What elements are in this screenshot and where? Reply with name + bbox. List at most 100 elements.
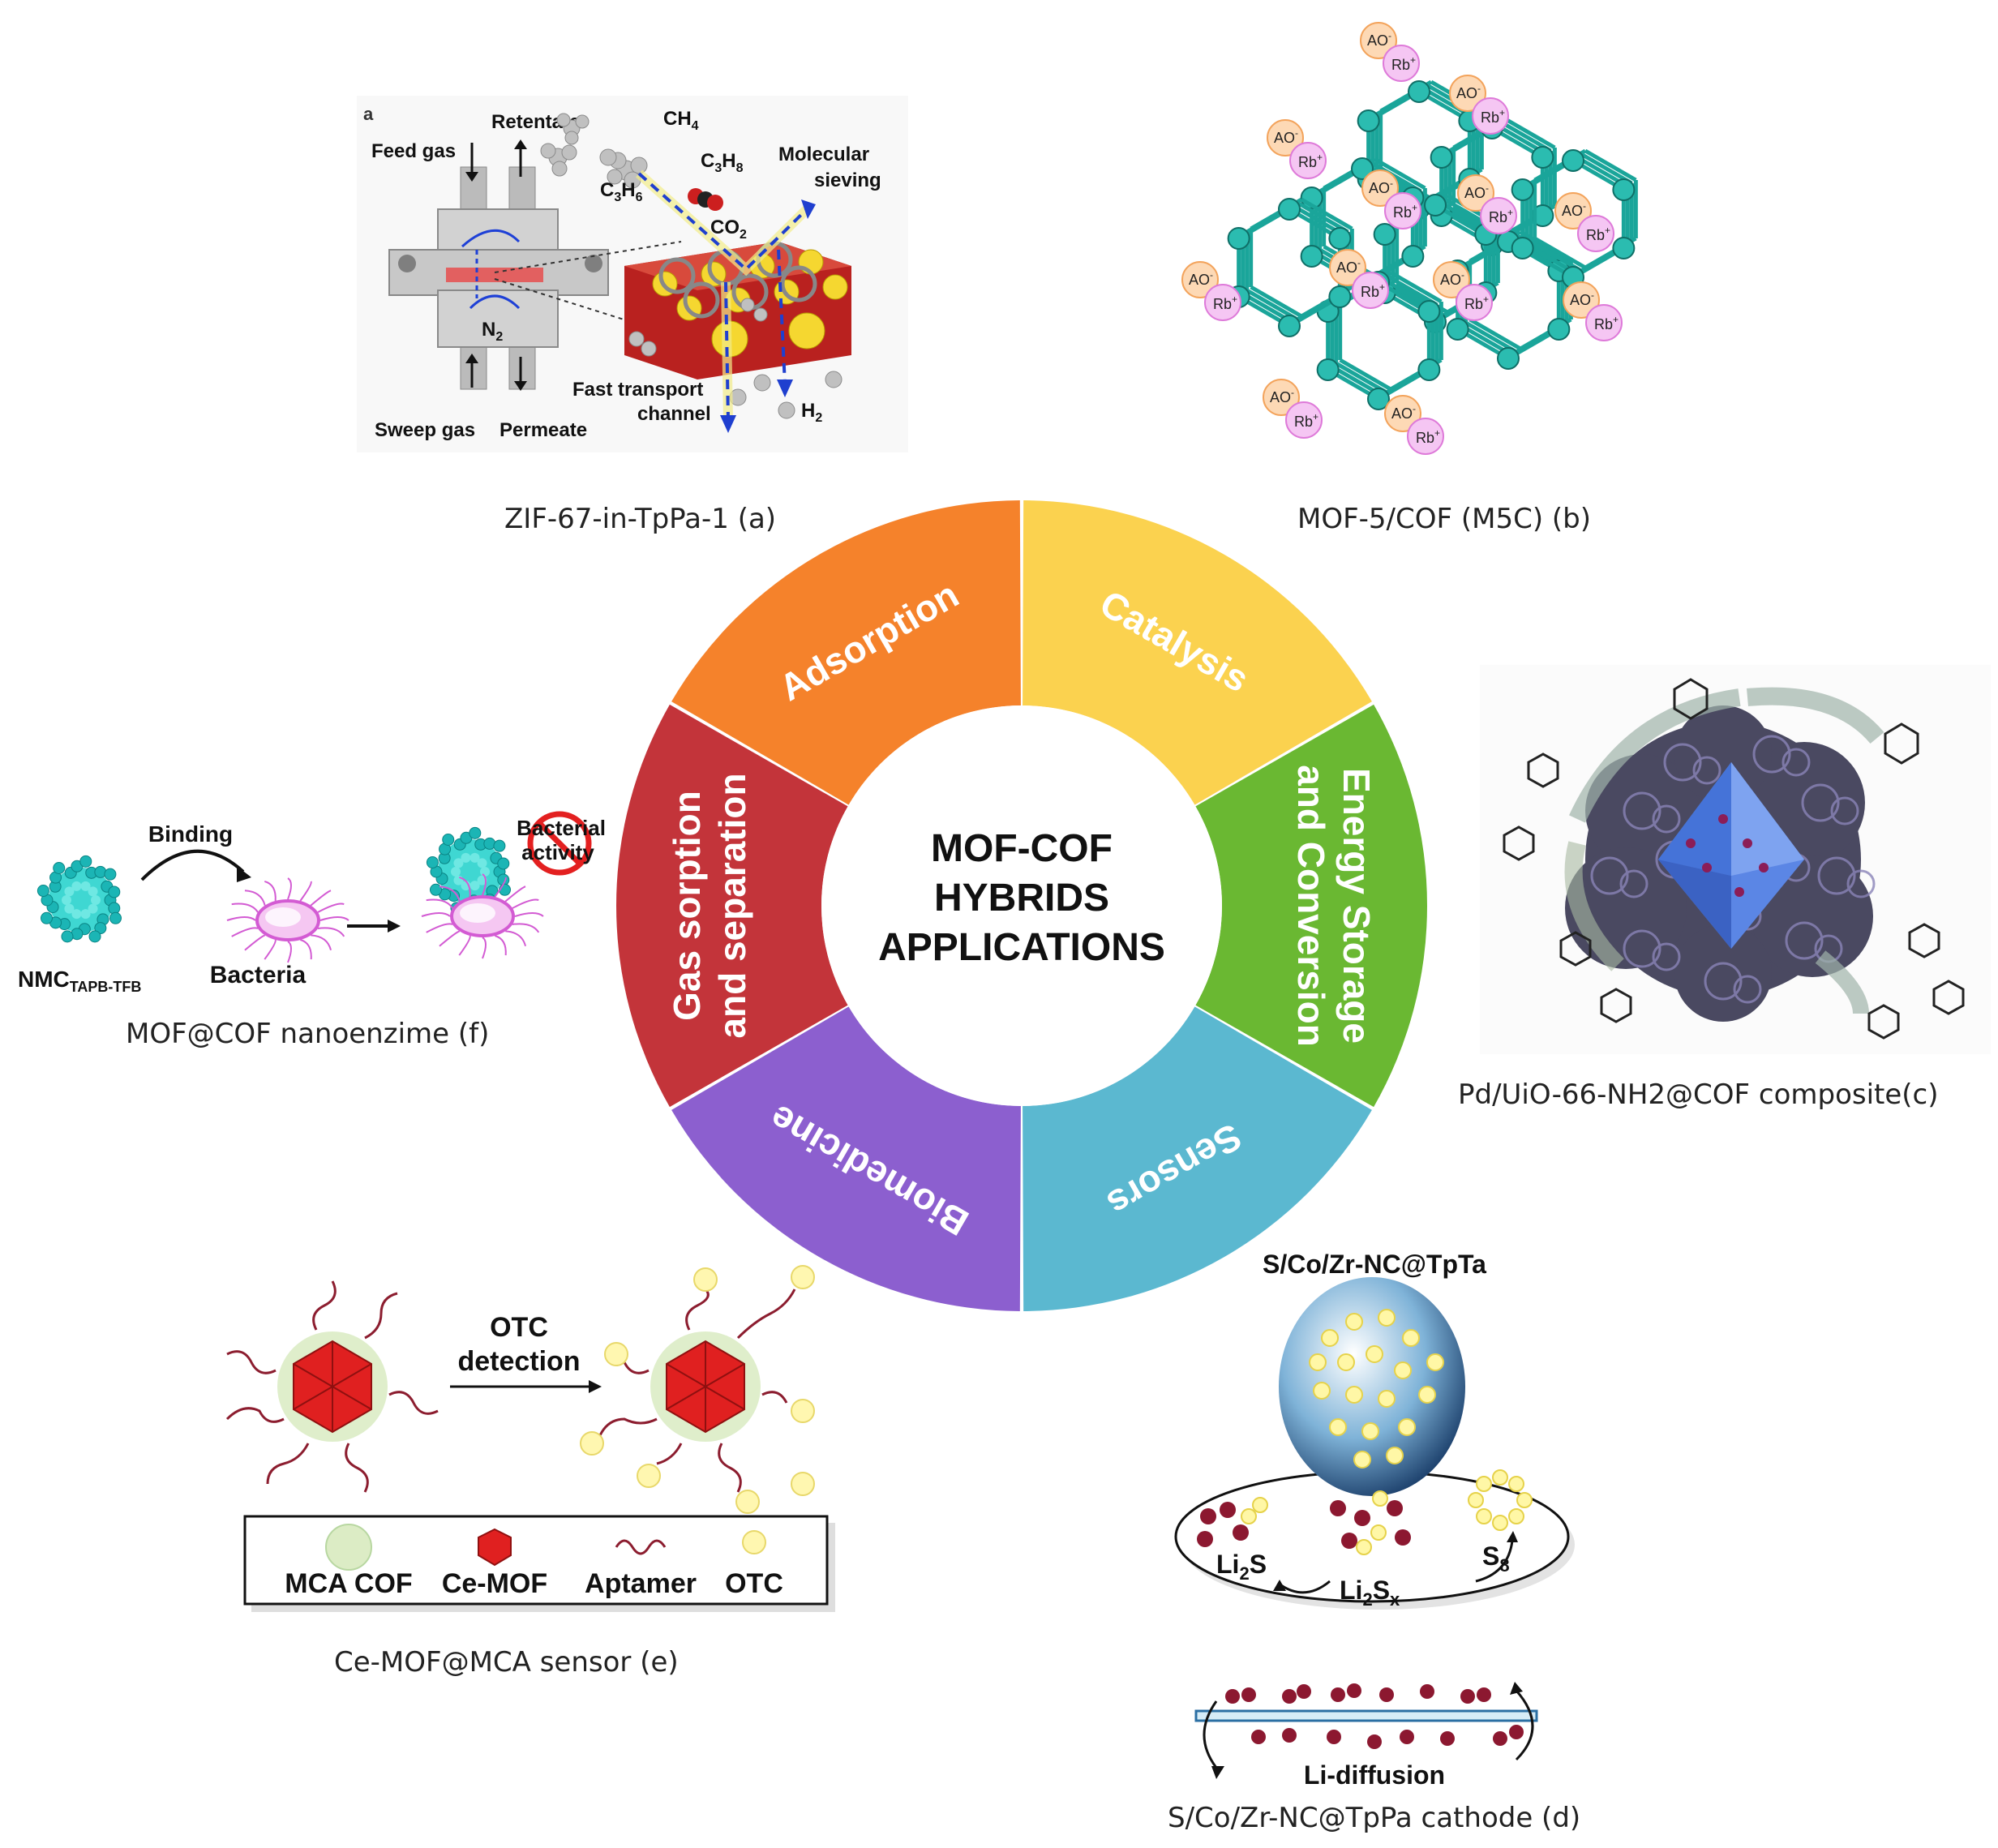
ion-pair: AO-Rb+ <box>1384 395 1444 455</box>
segment-label-gas-2: and separation <box>711 773 753 1038</box>
molecular-sieving-line2: sieving <box>814 169 881 191</box>
center-title-line1: MOF-COF <box>931 827 1113 870</box>
ion-pair: AO-Rb+ <box>1563 281 1623 341</box>
panel-c-composite <box>1480 665 1991 1054</box>
ion-pair: AO-Rb+ <box>1554 192 1614 252</box>
center-title-line2: HYBRIDS <box>934 877 1109 920</box>
s8-label: S8 <box>1482 1541 1510 1576</box>
c3h6-label: C3H6 <box>600 179 643 204</box>
ion-pair: AO-Rb+ <box>1181 261 1241 321</box>
binding-label: Binding <box>148 821 233 847</box>
ion-pair: AO-Rb+ <box>1263 379 1323 439</box>
panel-a-corner-letter: a <box>363 104 374 124</box>
svg-text:Rb+: Rb+ <box>1489 207 1513 225</box>
legend-mca-cof-swatch <box>325 1524 372 1571</box>
segment-label-gas-1: Gas sorption <box>666 791 708 1021</box>
svg-text:Rb+: Rb+ <box>1594 314 1619 332</box>
li2sx-label: Li2Sx <box>1340 1576 1400 1610</box>
segment-label-energy-1: Energy Storage <box>1336 768 1378 1044</box>
panel-b-framework: AO-Rb+AO-Rb+AO-Rb+AO-Rb+AO-Rb+AO-Rb+AO-R… <box>1181 22 1638 455</box>
svg-text:Rb+: Rb+ <box>1481 107 1505 126</box>
panel-a-membrane: a Feed gas Retentate Sweep gas Permeate … <box>357 96 908 452</box>
fast-transport-line2: channel <box>637 403 711 425</box>
svg-text:AO-: AO- <box>1464 182 1489 201</box>
bacterial-activity-line1: Bacterial <box>517 816 606 840</box>
svg-text:AO-: AO- <box>1336 257 1361 276</box>
svg-text:Rb+: Rb+ <box>1213 294 1237 312</box>
molecular-sieving-line1: Molecular <box>778 144 869 165</box>
ion-pair: AO-Rb+ <box>1433 261 1493 321</box>
svg-text:AO-: AO- <box>1274 127 1298 146</box>
svg-text:Rb+: Rb+ <box>1391 54 1416 73</box>
ring-segment-sensors <box>1023 1006 1372 1311</box>
ch4-label: CH4 <box>663 108 699 133</box>
li2s-label: Li2S <box>1216 1550 1267 1584</box>
otc-detection-line2: detection <box>457 1346 580 1377</box>
legend-aptamer-swatch <box>615 1539 667 1555</box>
membrane-disc <box>446 268 543 282</box>
permeate-label: Permeate <box>500 419 587 441</box>
feed-gas-label: Feed gas <box>371 140 456 162</box>
ring-segment-adsorption <box>671 500 1021 805</box>
legend-otc-label: OTC <box>725 1568 783 1599</box>
segment-label-energy-2: and Conversion <box>1290 765 1332 1047</box>
panel-d-title: S/Co/Zr-NC@TpTa <box>1263 1250 1486 1279</box>
separator-layer <box>1194 1709 1538 1722</box>
panel-d-cathode: S/Co/Zr-NC@TpTa Li2S L <box>1174 1250 1575 1790</box>
host-particle <box>1279 1277 1465 1496</box>
legend-ce-mof-swatch <box>478 1528 512 1567</box>
caption-b: MOF-5/COF (M5C) (b) <box>1297 503 1592 535</box>
co2-label: CO2 <box>710 217 747 242</box>
c3h8-label: C3H8 <box>701 150 744 175</box>
svg-text:AO-: AO- <box>1562 200 1586 219</box>
no-bacterial-activity-icon <box>527 811 592 876</box>
nmc-label: NMCTAPB-TFB <box>18 967 141 995</box>
ion-pair: AO-Rb+ <box>1360 22 1420 82</box>
ion-pair: AO-Rb+ <box>1457 174 1517 234</box>
ion-pair: AO-Rb+ <box>1449 75 1509 135</box>
svg-text:AO-: AO- <box>1367 30 1391 49</box>
legend-ce-mof-label: Ce-MOF <box>442 1568 547 1599</box>
svg-text:Rb+: Rb+ <box>1416 427 1440 446</box>
legend-aptamer-label: Aptamer <box>585 1568 697 1599</box>
ring-segment-gas <box>616 704 848 1108</box>
legend-otc-swatch <box>742 1530 766 1554</box>
caption-c: Pd/UiO-66-NH2@COF composite(c) <box>1458 1078 1939 1111</box>
caption-f: MOF@COF nanoenzime (f) <box>126 1018 490 1050</box>
svg-text:Rb+: Rb+ <box>1361 281 1385 300</box>
otc-detection-line1: OTC <box>490 1312 548 1343</box>
ion-pair: AO-Rb+ <box>1329 249 1389 309</box>
caption-a: ZIF-67-in-TpPa-1 (a) <box>504 503 777 535</box>
ring-center-disc <box>821 705 1222 1106</box>
svg-text:AO-: AO- <box>1456 83 1481 101</box>
svg-text:Rb+: Rb+ <box>1294 411 1318 430</box>
svg-text:Rb+: Rb+ <box>1464 294 1489 312</box>
panel-e-sensor: OTC detection MCA COF Ce-MOF Aptamer OTC <box>225 1265 835 1612</box>
svg-text:AO-: AO- <box>1570 289 1594 308</box>
n2-label: N2 <box>482 319 503 344</box>
ring-segment-energy <box>1195 704 1427 1108</box>
ion-pair: AO-Rb+ <box>1267 119 1327 179</box>
svg-text:Rb+: Rb+ <box>1586 225 1610 243</box>
svg-text:AO-: AO- <box>1189 269 1213 288</box>
svg-text:AO-: AO- <box>1270 387 1294 405</box>
svg-text:AO-: AO- <box>1391 403 1416 422</box>
ion-pair: AO-Rb+ <box>1361 169 1421 229</box>
svg-text:Rb+: Rb+ <box>1298 152 1323 170</box>
bacteria-label: Bacteria <box>210 962 307 988</box>
fast-transport-line1: Fast transport <box>572 379 703 401</box>
caption-d: S/Co/Zr-NC@TpPa cathode (d) <box>1168 1802 1581 1834</box>
svg-text:AO-: AO- <box>1440 269 1464 288</box>
sweep-gas-label: Sweep gas <box>375 419 475 441</box>
ring-segment-biomedicine <box>671 1006 1021 1311</box>
svg-text:Rb+: Rb+ <box>1393 202 1417 221</box>
panel-f-nanoenzyme: Binding NMCTAPB-TFB Bacteria Bacterial a… <box>18 811 606 995</box>
caption-e: Ce-MOF@MCA sensor (e) <box>334 1646 679 1679</box>
svg-text:AO-: AO- <box>1369 178 1393 196</box>
ring-segment-catalysis <box>1023 500 1372 805</box>
li-diffusion-label: Li-diffusion <box>1304 1760 1445 1790</box>
h2-label: H2 <box>801 400 822 425</box>
legend-mca-cof-label: MCA COF <box>285 1568 412 1599</box>
